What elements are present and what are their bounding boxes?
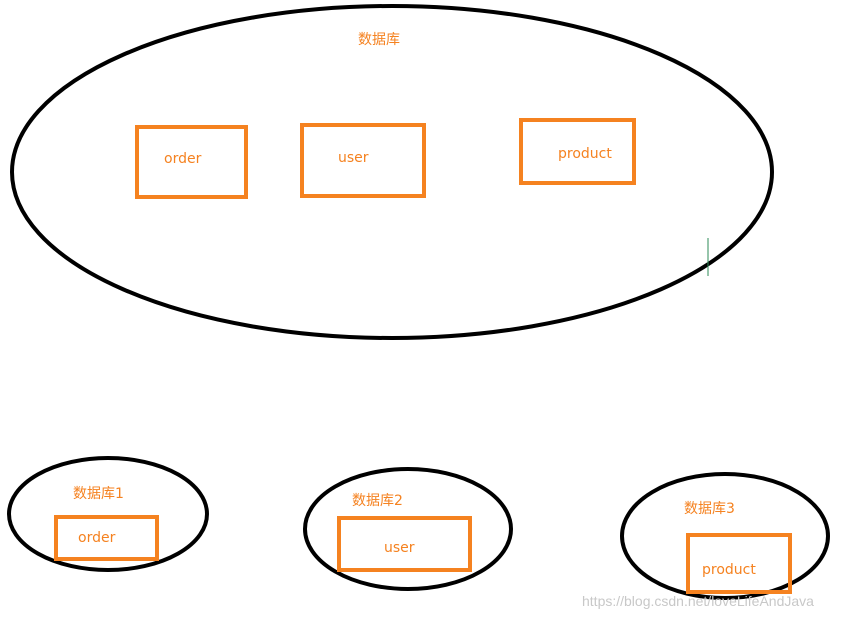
split-database-2-table-box (337, 516, 472, 572)
main-table-product-box (519, 118, 636, 185)
main-table-user-label: user (338, 150, 369, 166)
main-table-user-box (300, 123, 426, 198)
split-database-2-label: 数据库2 (352, 493, 403, 509)
split-database-3-ellipse (620, 472, 830, 600)
split-database-3-label: 数据库3 (684, 501, 735, 517)
split-database-2-table-label: user (384, 540, 415, 556)
split-database-3-table-label: product (702, 562, 756, 578)
main-database-ellipse (10, 4, 774, 340)
main-table-product-label: product (558, 146, 612, 162)
main-database: 数据库 order user product (10, 4, 774, 340)
split-database-3: 数据库3 product (620, 472, 830, 600)
split-database-1: 数据库1 order (7, 456, 209, 572)
split-database-3-table-box (686, 533, 792, 594)
split-database-1-label: 数据库1 (73, 486, 124, 502)
watermark-text: https://blog.csdn.net/loveLifeAndJava (582, 593, 814, 609)
split-database-2-ellipse (303, 467, 513, 591)
main-table-order-label: order (164, 151, 202, 167)
split-database-1-table-label: order (78, 530, 116, 546)
split-database-1-ellipse (7, 456, 209, 572)
main-table-order-box (135, 125, 248, 199)
split-database-2: 数据库2 user (303, 467, 513, 591)
split-database-1-table-box (54, 515, 159, 561)
main-database-label: 数据库 (358, 32, 400, 48)
